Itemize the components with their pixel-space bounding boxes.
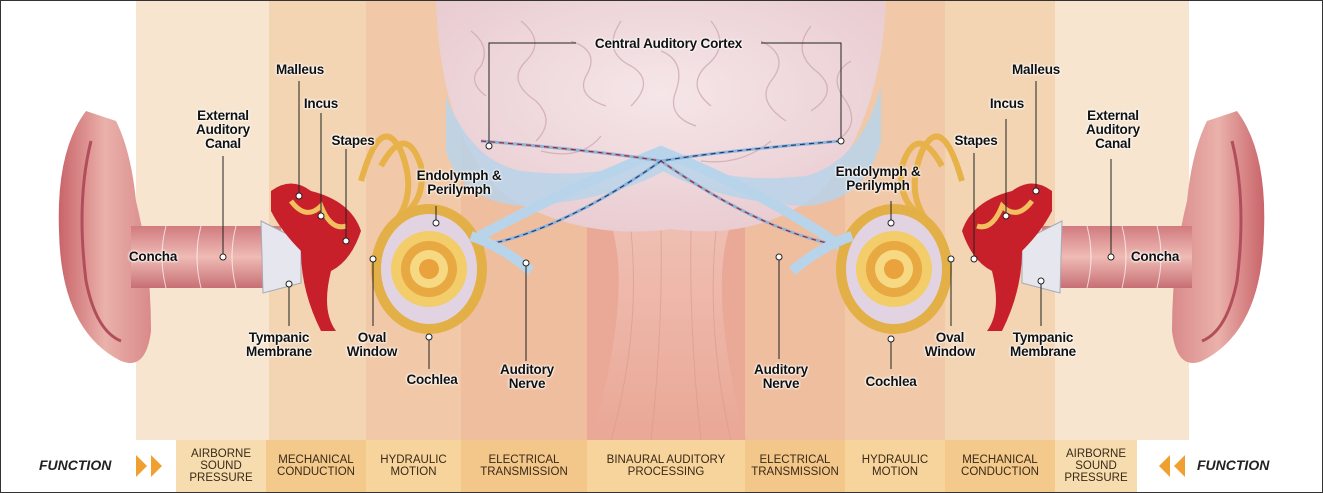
right-incus-label: Incus bbox=[979, 97, 1035, 111]
left-oval-window-label: Oval Window bbox=[341, 331, 403, 359]
left-stapes-label: Stapes bbox=[323, 134, 383, 148]
right-oval-window-label: Oval Window bbox=[919, 331, 981, 359]
function-band: HYDRAULIC MOTION bbox=[366, 440, 461, 492]
left-malleus-label: Malleus bbox=[263, 63, 337, 77]
central-auditory-cortex-label: Central Auditory Cortex bbox=[576, 37, 761, 51]
function-label-left: FUNCTION bbox=[39, 457, 111, 473]
function-band: AIRBORNE SOUND PRESSURE bbox=[176, 440, 266, 492]
function-band: HYDRAULIC MOTION bbox=[845, 440, 945, 492]
right-malleus-label: Malleus bbox=[999, 63, 1073, 77]
right-endolymph-perilymph-label: Endolymph & Perilymph bbox=[823, 165, 933, 193]
arrow-left-icon bbox=[1159, 455, 1170, 477]
right-stapes-label: Stapes bbox=[946, 134, 1006, 148]
left-external-auditory-canal-label: External Auditory Canal bbox=[181, 109, 265, 151]
function-band: MECHANICAL CONDUCTION bbox=[266, 440, 366, 492]
left-auditory-nerve-label: Auditory Nerve bbox=[487, 363, 567, 391]
right-cochlea-label: Cochlea bbox=[856, 375, 926, 389]
arrow-right-icon bbox=[151, 455, 162, 477]
function-band: ELECTRICAL TRANSMISSION bbox=[745, 440, 845, 492]
function-label-right: FUNCTION bbox=[1197, 457, 1269, 473]
function-band: BINAURAL AUDITORY PROCESSING bbox=[587, 440, 745, 492]
right-tympanic-membrane-label: Tympanic Membrane bbox=[997, 331, 1089, 359]
left-incus-label: Incus bbox=[293, 97, 349, 111]
left-concha-label: Concha bbox=[121, 250, 185, 264]
right-concha-label: Concha bbox=[1123, 250, 1187, 264]
left-endolymph-perilymph-label: Endolymph & Perilymph bbox=[404, 169, 514, 197]
arrow-left-icon bbox=[1174, 455, 1185, 477]
left-tympanic-membrane-label: Tympanic Membrane bbox=[233, 331, 325, 359]
function-band: AIRBORNE SOUND PRESSURE bbox=[1055, 440, 1137, 492]
function-band: ELECTRICAL TRANSMISSION bbox=[461, 440, 587, 492]
right-external-auditory-canal-label: External Auditory Canal bbox=[1071, 109, 1155, 151]
left-cochlea-label: Cochlea bbox=[397, 373, 467, 387]
right-auditory-nerve-label: Auditory Nerve bbox=[741, 363, 821, 391]
arrow-right-icon bbox=[136, 455, 147, 477]
function-band: MECHANICAL CONDUCTION bbox=[945, 440, 1055, 492]
